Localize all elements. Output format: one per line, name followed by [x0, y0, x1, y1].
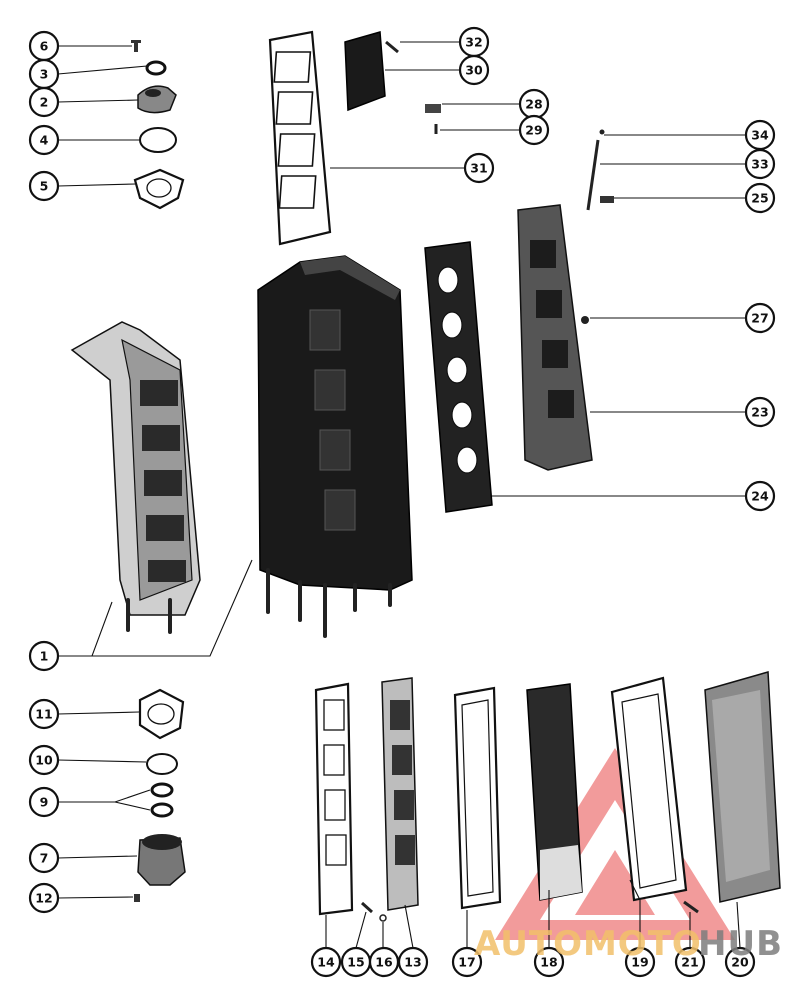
part-30-cover-plate: [344, 31, 386, 112]
part-10-oring: [146, 753, 178, 775]
part-16-washer: [379, 914, 387, 922]
callout-31: 31: [463, 152, 495, 184]
part-23-cylinder-head: [517, 204, 593, 471]
callout-34: 34: [744, 119, 776, 151]
callout-18-label: 18: [540, 955, 557, 970]
callout-14: 14: [310, 946, 342, 978]
part-9-seal-top: [150, 782, 174, 798]
callout-19: 19: [624, 946, 656, 978]
callout-20-label: 20: [731, 955, 749, 970]
part-25-screw: [600, 196, 614, 203]
callout-2: 2: [28, 86, 60, 118]
callout-19-label: 19: [631, 955, 648, 970]
callout-1-label: 1: [40, 649, 49, 664]
watermark-text-suffix: HUB: [698, 924, 783, 964]
callout-9: 9: [28, 786, 60, 818]
part-12-screw: [134, 894, 140, 902]
callout-9-label: 9: [40, 795, 49, 810]
callout-4: 4: [28, 124, 60, 156]
watermark-wordmark: AUTOMOTO HUB: [474, 924, 783, 964]
callout-15: 15: [340, 946, 372, 978]
callout-3-label: 3: [40, 67, 49, 82]
part-21-screw: [683, 900, 699, 914]
callout-32-label: 32: [465, 35, 482, 50]
callout-5-label: 5: [40, 179, 49, 194]
callout-11: 11: [28, 698, 60, 730]
callout-30: 30: [458, 54, 490, 86]
callout-13: 13: [397, 946, 429, 978]
callout-24-label: 24: [751, 489, 769, 504]
part-27-plug: [581, 316, 589, 324]
part-13-plate: [381, 677, 419, 911]
callout-7: 7: [28, 842, 60, 874]
callout-23-label: 23: [751, 405, 768, 420]
callout-14-label: 14: [317, 955, 335, 970]
callout-13-label: 13: [404, 955, 421, 970]
watermark-text-prefix: AUTOMOTO: [474, 924, 702, 964]
watermark-logo: [495, 748, 735, 940]
callout-21: 21: [674, 946, 706, 978]
callout-11-label: 11: [35, 707, 52, 722]
part-2-housing: [137, 85, 177, 114]
part-1-cylinder-block: [257, 255, 413, 638]
callout-33: 33: [744, 148, 776, 180]
callout-12-label: 12: [35, 891, 52, 906]
callout-31-label: 31: [470, 161, 487, 176]
part-14-plate: [314, 682, 354, 916]
callout-1: 1: [28, 640, 60, 672]
callout-10-label: 10: [35, 753, 53, 768]
callout-2-label: 2: [40, 95, 49, 110]
callout-27-label: 27: [751, 311, 768, 326]
callout-21-label: 21: [681, 955, 698, 970]
callout-4-label: 4: [40, 133, 49, 148]
part-24-head-gasket: [424, 241, 493, 513]
part-15-screw: [360, 901, 374, 914]
callout-5: 5: [28, 170, 60, 202]
callout-6: 6: [28, 30, 60, 62]
callout-28: 28: [518, 88, 550, 120]
callout-7-label: 7: [40, 851, 49, 866]
callout-27: 27: [744, 302, 776, 334]
callout-3: 3: [28, 58, 60, 90]
part-3-seal: [145, 60, 167, 76]
callout-28-label: 28: [525, 97, 542, 112]
callout-30-label: 30: [465, 63, 483, 78]
callout-34-label: 34: [751, 128, 769, 143]
part-34-clip: [599, 129, 605, 135]
part-33-rod: [586, 139, 600, 211]
part-9-seal-bottom: [150, 802, 174, 818]
callout-17-label: 17: [458, 955, 475, 970]
callout-16-label: 16: [375, 955, 393, 970]
part-1-crankcase-cover: [70, 321, 201, 634]
callout-15-label: 15: [347, 955, 364, 970]
part-28-fitting: [425, 104, 441, 113]
callout-16: 16: [368, 946, 400, 978]
leader-lines: [57, 41, 746, 949]
callout-32: 32: [458, 26, 490, 58]
callout-29-label: 29: [525, 123, 542, 138]
callout-24: 24: [744, 480, 776, 512]
callout-12: 12: [28, 882, 60, 914]
callout-20: 20: [724, 946, 756, 978]
callout-25: 25: [744, 182, 776, 214]
part-31-reed-plate: [268, 30, 332, 246]
callout-10: 10: [28, 744, 60, 776]
part-7-housing: [137, 834, 186, 886]
part-6-screw: [131, 40, 141, 52]
callout-17: 17: [451, 946, 483, 978]
callout-6-label: 6: [40, 39, 49, 54]
part-32-screw: [385, 40, 399, 54]
callout-25-label: 25: [751, 191, 768, 206]
part-4-oring: [139, 127, 177, 153]
callout-33-label: 33: [751, 157, 768, 172]
callout-18: 18: [533, 946, 565, 978]
callout-23: 23: [744, 396, 776, 428]
callout-29: 29: [518, 114, 550, 146]
